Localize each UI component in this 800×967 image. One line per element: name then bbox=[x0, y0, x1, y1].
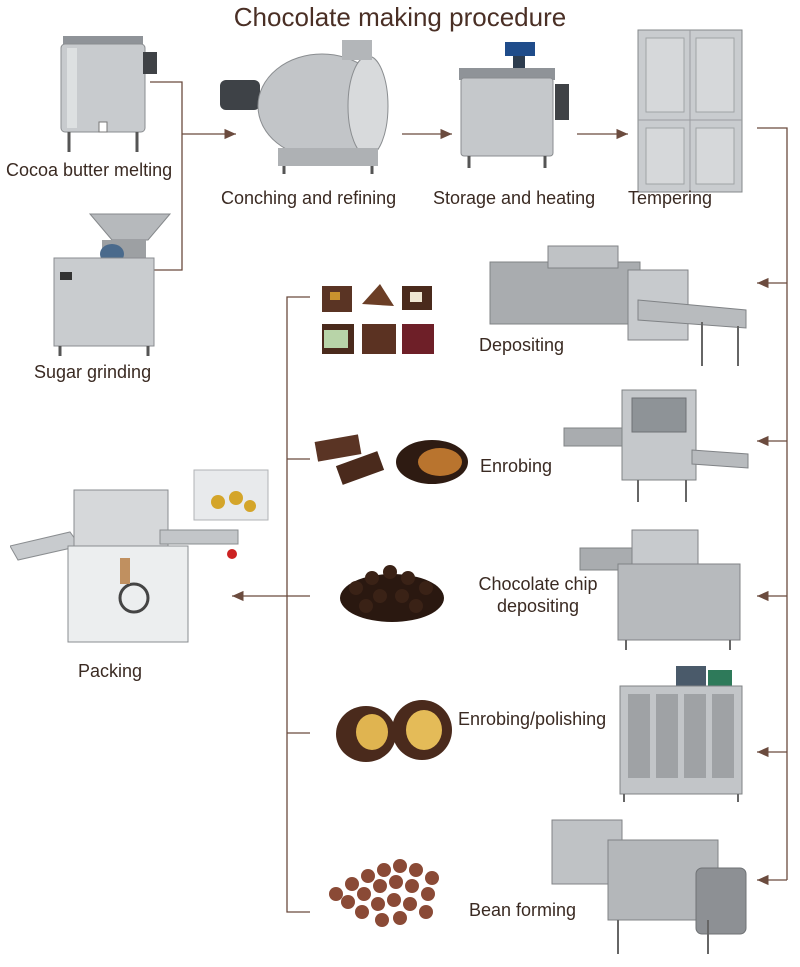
packing-machine-image bbox=[10, 469, 269, 643]
enrobed-bars-image bbox=[314, 434, 468, 485]
diagram-title: Chocolate making procedure bbox=[233, 2, 567, 32]
label-chocolate-chip-depositing: Chocolate chip depositing bbox=[453, 573, 623, 617]
filled-chocolates-image bbox=[322, 284, 434, 354]
melting-tank-image bbox=[60, 36, 157, 152]
label-bean-forming: Bean forming bbox=[469, 900, 577, 920]
conche-image bbox=[220, 40, 389, 174]
input-bracket bbox=[150, 81, 183, 271]
truffle-halves-image bbox=[336, 700, 452, 762]
label-conching-refining: Conching and refining bbox=[221, 188, 397, 208]
chocolate-beans-image bbox=[329, 859, 439, 927]
tempering-machine-image bbox=[637, 29, 743, 193]
label-depositing: Depositing bbox=[479, 335, 565, 355]
label-enrobing: Enrobing bbox=[480, 456, 553, 476]
label-storage-heating: Storage and heating bbox=[433, 188, 596, 208]
bean-forming-line-image bbox=[551, 819, 747, 954]
chip-depositor-image bbox=[579, 529, 741, 650]
polishing-machine-image bbox=[619, 666, 743, 802]
label-enrobing-polishing: Enrobing/polishing bbox=[458, 709, 607, 729]
chocolate-chips-image bbox=[340, 565, 444, 622]
label-sugar-grinding: Sugar grinding bbox=[34, 362, 152, 382]
sugar-grinder-image bbox=[53, 213, 172, 356]
label-chip-line1: Chocolate chip bbox=[478, 574, 598, 594]
label-tempering: Tempering bbox=[628, 188, 713, 208]
depositing-line-image bbox=[489, 245, 747, 366]
tempering-trunk bbox=[757, 127, 788, 880]
product-bracket bbox=[286, 296, 310, 913]
label-chip-line2: depositing bbox=[496, 596, 580, 616]
enrobing-line-image bbox=[563, 389, 749, 502]
storage-tank-image bbox=[459, 42, 569, 168]
label-packing: Packing bbox=[78, 661, 143, 681]
label-cocoa-butter-melting: Cocoa butter melting bbox=[6, 160, 173, 180]
